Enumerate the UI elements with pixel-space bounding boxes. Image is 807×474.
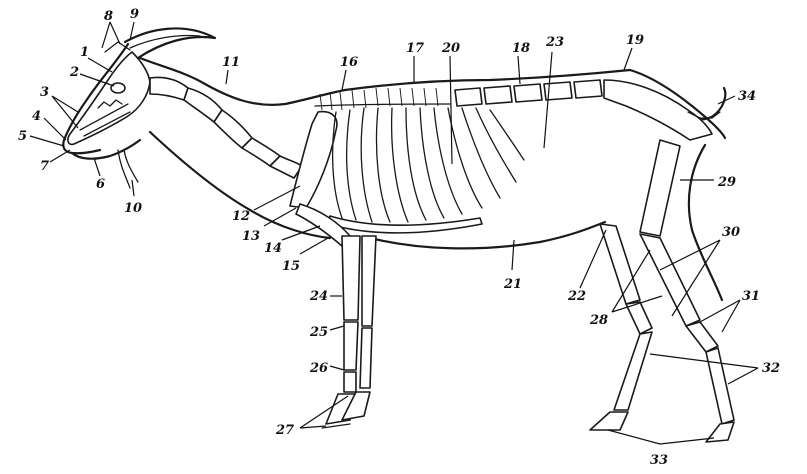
vertebral-column	[150, 77, 720, 178]
label-11: 11	[222, 55, 240, 70]
forelimb	[296, 204, 376, 428]
label-28: 28	[589, 313, 608, 328]
label-18: 18	[512, 41, 530, 56]
label-13: 13	[242, 229, 260, 244]
label-6: 6	[96, 177, 105, 192]
label-10: 10	[124, 201, 142, 216]
label-30: 30	[722, 225, 740, 240]
label-8: 8	[104, 9, 113, 24]
label-17: 17	[406, 41, 424, 56]
skull	[68, 52, 150, 144]
label-15: 15	[282, 259, 300, 274]
label-2: 2	[69, 65, 79, 80]
hindlimb	[590, 140, 734, 442]
label-27: 27	[275, 423, 294, 438]
label-9: 9	[130, 7, 139, 22]
label-31: 31	[742, 289, 760, 304]
label-25: 25	[309, 325, 328, 340]
label-26: 26	[309, 361, 328, 376]
label-19: 19	[626, 33, 644, 48]
label-34: 34	[738, 89, 756, 104]
label-4: 4	[32, 109, 41, 124]
label-5: 5	[18, 129, 27, 144]
rib-cage	[328, 108, 524, 233]
label-21: 21	[503, 277, 522, 292]
label-16: 16	[340, 55, 358, 70]
label-1: 1	[80, 45, 89, 60]
label-12: 12	[232, 209, 250, 224]
label-20: 20	[441, 41, 460, 56]
scapula	[290, 112, 337, 208]
label-32: 32	[762, 361, 780, 376]
label-3: 3	[40, 85, 49, 100]
label-33: 33	[650, 453, 668, 468]
label-24: 24	[309, 289, 328, 304]
label-23: 23	[545, 35, 564, 50]
label-29: 29	[717, 175, 736, 190]
label-7: 7	[40, 159, 49, 174]
label-14: 14	[264, 241, 282, 256]
label-22: 22	[567, 289, 586, 304]
